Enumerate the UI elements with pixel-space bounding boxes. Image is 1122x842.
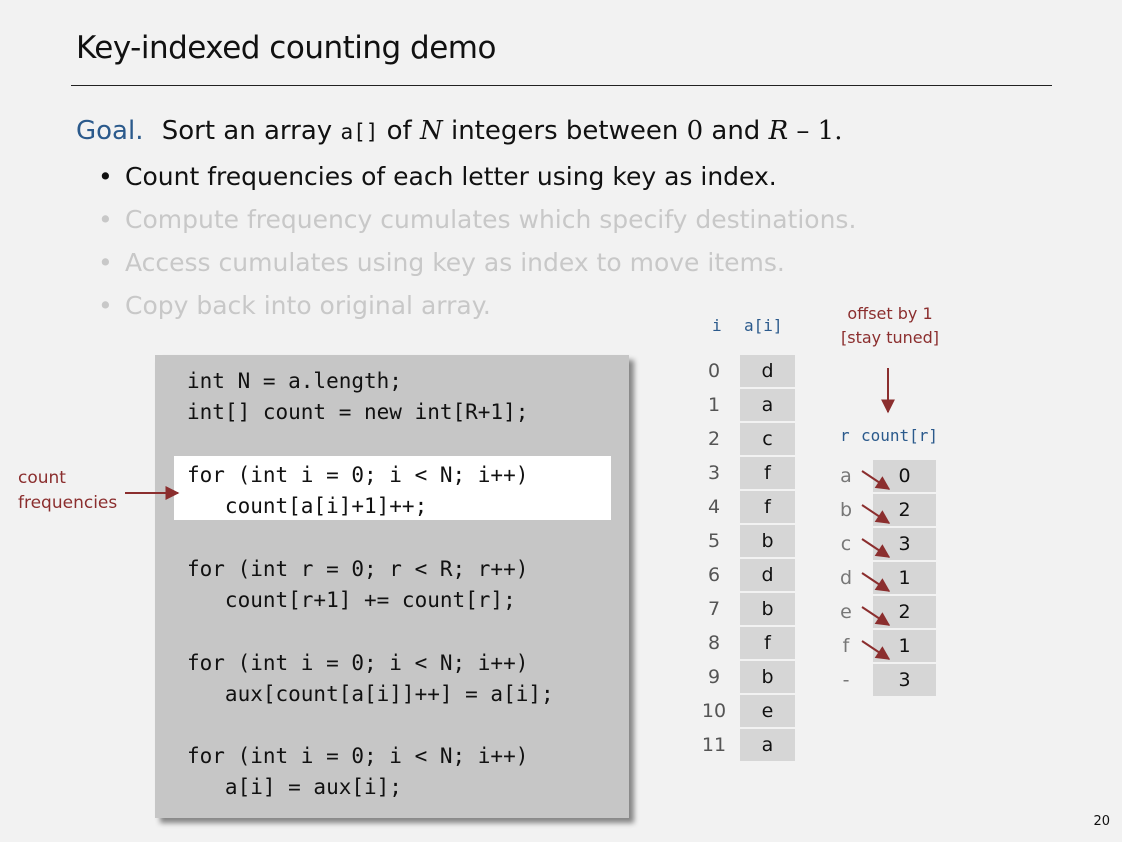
offset-note-line: [stay tuned] bbox=[840, 328, 939, 347]
offset-note-line: offset by 1 bbox=[847, 304, 933, 323]
array-index: 11 bbox=[701, 734, 727, 756]
array-cell: b bbox=[740, 593, 795, 626]
array-index: 9 bbox=[707, 666, 721, 688]
array-index: 8 bbox=[707, 632, 721, 654]
offset-arrows bbox=[861, 470, 891, 660]
code-line: int[] count = new int[R+1]; bbox=[187, 400, 529, 424]
goal-statement: Goal. Sort an array a[] of N integers be… bbox=[76, 116, 843, 146]
offset-arrow-icon bbox=[861, 640, 891, 660]
count-header: count[r] bbox=[861, 426, 939, 445]
goal-text-3: integers between bbox=[442, 116, 687, 146]
array-cell: f bbox=[740, 491, 795, 524]
index-header: i bbox=[712, 316, 722, 335]
side-label-line: frequencies bbox=[18, 493, 118, 513]
array-cell: d bbox=[740, 559, 795, 592]
array-cell: a bbox=[740, 389, 795, 422]
count-row-label: c bbox=[840, 533, 852, 555]
array-cell: b bbox=[740, 661, 795, 694]
code-line: for (int i = 0; i < N; i++) bbox=[187, 744, 529, 768]
count-row-label: d bbox=[839, 567, 853, 589]
count-row-label: b bbox=[839, 499, 853, 521]
offset-arrow-icon bbox=[861, 572, 891, 592]
code-line: int N = a.length; bbox=[187, 369, 402, 393]
page-number: 20 bbox=[1093, 814, 1110, 829]
bullet-access-cumulates: •Access cumulates using key as index to … bbox=[98, 248, 785, 277]
array-cell: d bbox=[740, 355, 795, 388]
array-index: 3 bbox=[707, 462, 721, 484]
array-index: 1 bbox=[707, 394, 721, 416]
code-highlight bbox=[174, 456, 611, 520]
r-header: r bbox=[840, 426, 850, 445]
array-index: 6 bbox=[707, 564, 721, 586]
title-rule bbox=[71, 85, 1052, 86]
offset-arrow-icon bbox=[861, 606, 891, 626]
count-row-label: a bbox=[840, 465, 852, 487]
offset-arrow-icon bbox=[861, 470, 891, 490]
bullet-compute-cumulates: •Compute frequency cumulates which speci… bbox=[98, 205, 857, 234]
count-row-label: - bbox=[842, 669, 850, 691]
array-cell: e bbox=[740, 695, 795, 728]
array-cell: b bbox=[740, 525, 795, 558]
array-index: 4 bbox=[707, 496, 721, 518]
bullet-text: Compute frequency cumulates which specif… bbox=[125, 205, 857, 234]
code-line: for (int i = 0; i < N; i++) bbox=[187, 463, 529, 487]
goal-code: a[] bbox=[340, 120, 379, 144]
code-line: count[a[i]+1]++; bbox=[187, 494, 428, 518]
slide-title: Key-indexed counting demo bbox=[76, 30, 496, 66]
code-line: a[i] = aux[i]; bbox=[187, 775, 402, 799]
array-index: 2 bbox=[707, 428, 721, 450]
goal-zero: 0 bbox=[686, 116, 704, 146]
goal-text-4: and bbox=[703, 116, 769, 146]
bullet-count-frequencies: •Count frequencies of each letter using … bbox=[98, 162, 777, 191]
array-index: 10 bbox=[701, 700, 727, 722]
code-line: for (int r = 0; r < R; r++) bbox=[187, 557, 529, 581]
offset-arrow-icon bbox=[861, 504, 891, 524]
goal-n: N bbox=[419, 116, 443, 146]
array-index: 7 bbox=[707, 598, 721, 620]
array-cell: c bbox=[740, 423, 795, 456]
count-frequencies-label: count frequencies bbox=[18, 466, 117, 516]
array-index: 5 bbox=[707, 530, 721, 552]
code-line: for (int i = 0; i < N; i++) bbox=[187, 651, 529, 675]
code-line: count[r+1] += count[r]; bbox=[187, 588, 516, 612]
code-panel bbox=[155, 355, 629, 818]
goal-text-1: Sort an array bbox=[161, 116, 341, 146]
goal-text-2: of bbox=[378, 116, 420, 146]
array-cell: a bbox=[740, 729, 795, 762]
array-index: 0 bbox=[707, 360, 721, 382]
offset-arrow-icon bbox=[861, 538, 891, 558]
bullet-text: Access cumulates using key as index to m… bbox=[125, 248, 785, 277]
array-header: a[i] bbox=[744, 316, 783, 335]
bullet-text: Count frequencies of each letter using k… bbox=[125, 162, 777, 191]
goal-r: R bbox=[768, 116, 789, 146]
offset-note: offset by 1 [stay tuned] bbox=[834, 302, 946, 350]
bullet-text: Copy back into original array. bbox=[125, 291, 491, 320]
goal-label: Goal. bbox=[76, 116, 144, 146]
code-line: aux[count[a[i]]++] = a[i]; bbox=[187, 682, 554, 706]
array-cell: f bbox=[740, 627, 795, 660]
count-row-label: e bbox=[840, 601, 852, 623]
goal-text-5: – 1. bbox=[788, 116, 843, 146]
array-cell: f bbox=[740, 457, 795, 490]
count-row-label: f bbox=[842, 635, 850, 657]
side-label-line: count bbox=[18, 468, 66, 488]
bullet-copy-back: •Copy back into original array. bbox=[98, 291, 491, 320]
count-cell: 3 bbox=[873, 664, 936, 697]
